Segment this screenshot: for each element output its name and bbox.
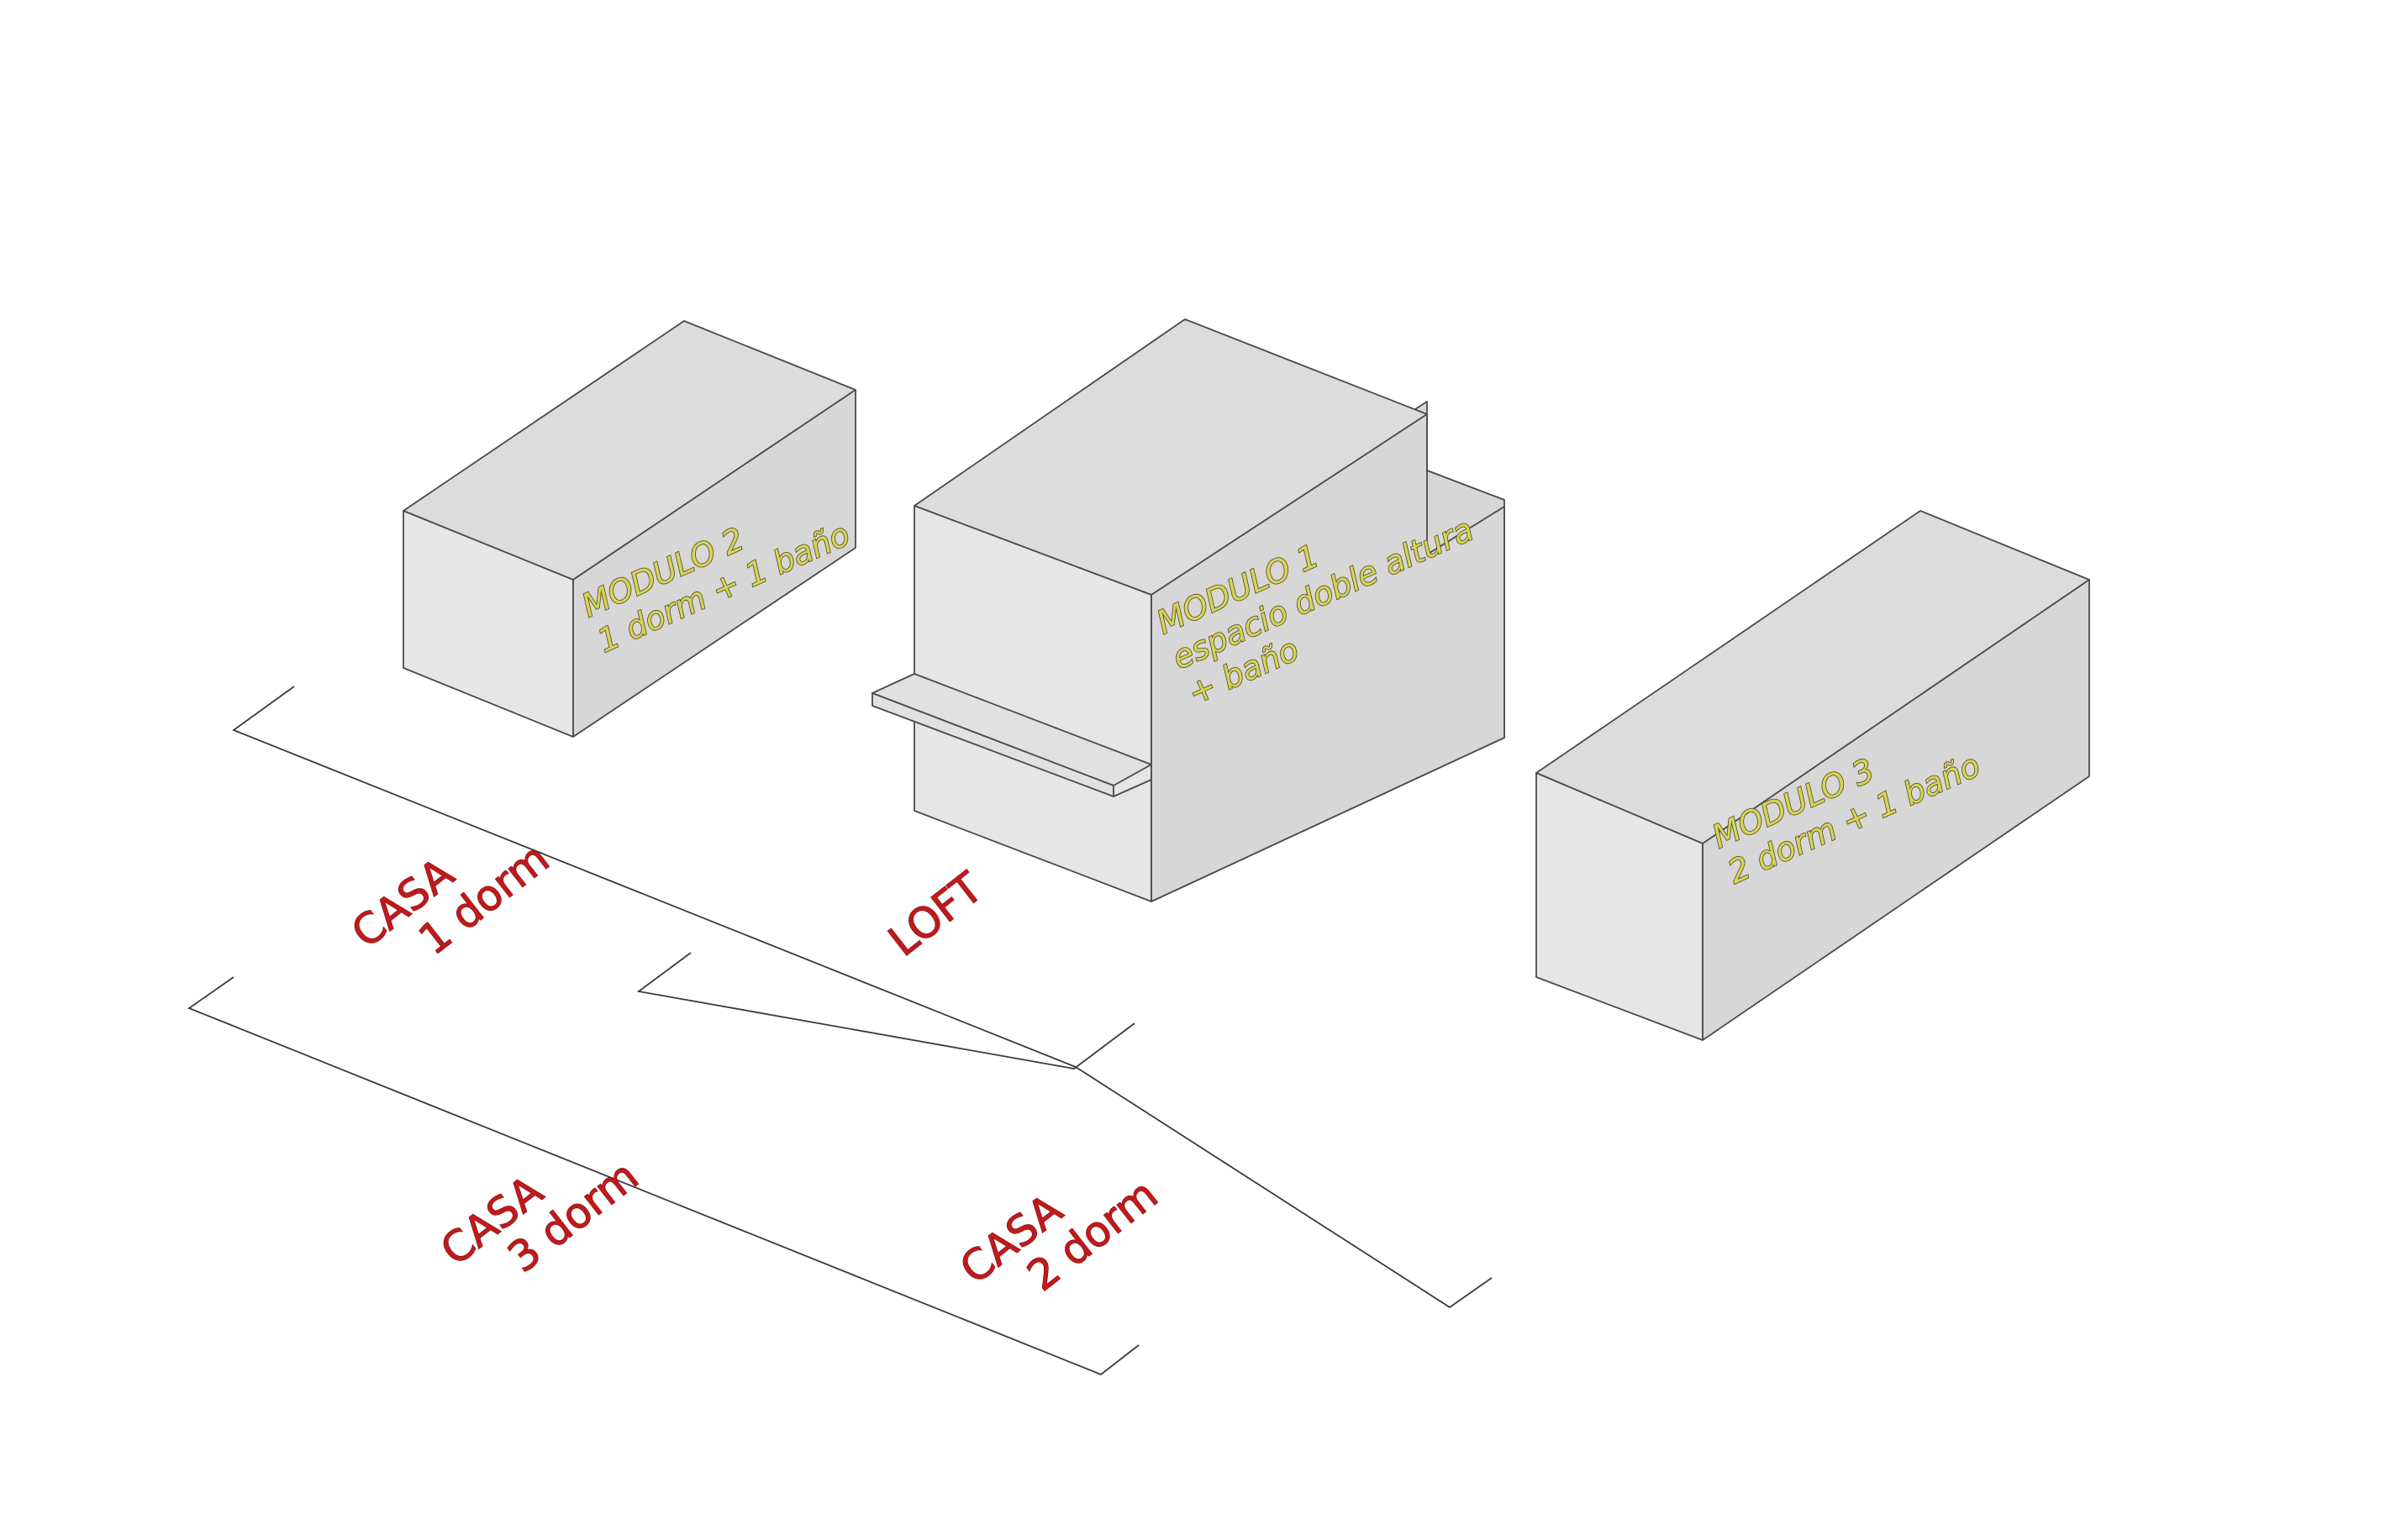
module-2-block xyxy=(403,320,856,738)
module-3-block xyxy=(1535,510,2090,1041)
bracket-casa-2-dorm xyxy=(1075,1066,1493,1309)
module-2-side-face xyxy=(572,389,856,738)
module-1-block xyxy=(872,318,1505,902)
module-1-slab-corner xyxy=(1113,779,1152,797)
type-label-casa-1-dorm: CASA 1 dorm xyxy=(342,833,559,965)
bracket-casa-1-dorm xyxy=(232,686,1077,1068)
loft-line-1: LOFT xyxy=(880,863,993,965)
type-label-casa-2-dorm: CASA 2 dorm xyxy=(951,1169,1167,1301)
module-3-side-face xyxy=(1702,579,2090,1041)
bracket-loft xyxy=(636,952,1135,1070)
module-1-side-face xyxy=(1151,413,1505,902)
type-label-loft: LOFT xyxy=(879,863,993,966)
type-label-casa-3-dorm: CASA 3 dorm xyxy=(431,1151,648,1283)
bracket-casa-3-dorm xyxy=(187,976,1140,1376)
type-brackets xyxy=(187,686,1493,1376)
